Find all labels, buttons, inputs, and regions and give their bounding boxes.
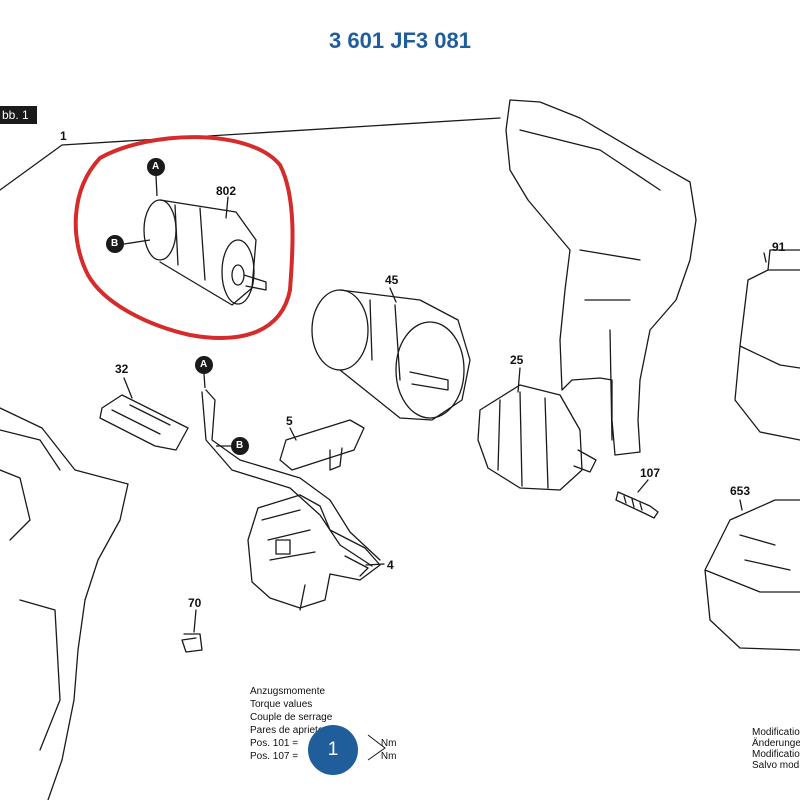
callout-45: 45 [385,273,399,287]
screw-107 [615,491,659,519]
housing-left [0,407,129,800]
torque-line-de: Anzugsmomente [250,686,326,697]
torque-arrow [367,734,386,761]
charger-653 [704,499,800,651]
callout-B: B [111,238,119,249]
pos-101: Pos. 101 [250,738,290,749]
wire-callout-B: B [236,440,244,451]
torque-notes: Anzugsmomente Torque values Couple de se… [250,686,397,762]
callout-5: 5 [286,414,293,428]
page-badge[interactable]: 1 [308,725,358,775]
callout-653: 653 [730,484,751,498]
modification-note: Modification Änderunge Modificatio Salvo… [752,727,800,771]
callout-A: A [152,161,160,172]
callout-25: 25 [510,353,524,367]
pos-107: Pos. 107 [250,751,290,762]
slider-5 [279,419,365,471]
switch-4 [247,494,381,611]
highlight-circle [73,135,295,340]
nm-107: Nm [380,751,397,762]
battery-91 [734,249,800,441]
callout-802: 802 [216,184,237,198]
diagram-title: 3 601 JF3 081 [329,28,471,53]
callout-91: 91 [772,240,786,254]
wire-callout-A: A [200,359,208,370]
housing-right [505,99,697,456]
assembly-outline [0,117,501,191]
callout-4: 4 [387,558,394,572]
switch-plate-32 [99,394,189,451]
mod-line-2: Änderunge [752,738,800,749]
callout-70: 70 [188,596,202,610]
mod-line-4: Salvo mod [752,760,800,771]
callout-32: 32 [115,362,129,376]
torque-line-fr: Couple de serrage [250,712,333,723]
torque-line-es: Pares de apriete [250,725,324,736]
callout-107: 107 [640,466,661,480]
figure-tab: bb. 1 [0,106,37,124]
chuck-25 [477,384,597,491]
clip-70 [181,633,203,653]
leaders [123,196,767,633]
mod-line-3: Modificatio [752,749,800,760]
torque-line-en: Torque values [250,699,313,710]
callout-1: 1 [60,129,67,143]
nm-101: Nm [380,738,397,749]
marker-dots [106,158,249,455]
mod-line-1: Modification [752,727,800,738]
wire-set [201,389,381,567]
gearbox-45 [311,289,471,421]
motor-802 [143,199,267,306]
